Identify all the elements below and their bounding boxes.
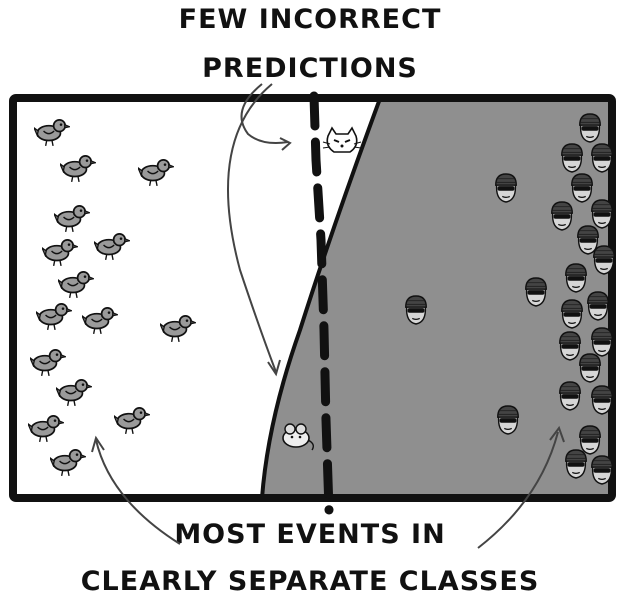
robber-icon <box>592 328 613 356</box>
bird-icon <box>30 350 66 376</box>
robber-icon <box>566 264 587 292</box>
arrow-to-birds <box>96 440 180 544</box>
robber-icon <box>592 200 613 228</box>
bird-icon <box>36 304 72 330</box>
bird-icon <box>114 408 150 434</box>
bird-icon <box>58 272 94 298</box>
robber-icon <box>580 114 601 142</box>
robber-icon <box>592 386 613 414</box>
bird-icon <box>60 156 96 182</box>
robber-icon <box>406 296 427 324</box>
robber-icon <box>526 278 547 306</box>
bird-icon <box>94 234 130 260</box>
bird-cluster <box>28 120 196 476</box>
robber-icon <box>552 202 573 230</box>
robber-icon <box>496 174 517 202</box>
bird-icon <box>28 416 64 442</box>
bird-icon <box>56 380 92 406</box>
cat-icon <box>323 128 361 152</box>
arrow-to-cat-head <box>280 138 290 150</box>
bird-icon <box>42 240 78 266</box>
bird-icon <box>82 308 118 334</box>
robber-icon <box>498 406 519 434</box>
robber-icon <box>588 292 609 320</box>
bird-icon <box>50 450 86 476</box>
arrow-to-cat <box>242 84 288 143</box>
robber-icon <box>562 144 583 172</box>
bird-icon <box>34 120 70 146</box>
bird-icon <box>160 316 196 342</box>
robber-icon <box>580 354 601 382</box>
robber-icon <box>594 246 615 274</box>
robber-icon <box>592 456 613 484</box>
robber-icon <box>560 332 581 360</box>
robber-icon <box>580 426 601 454</box>
top-arrows <box>228 84 290 374</box>
robber-icon <box>562 300 583 328</box>
arrow-to-boundary <box>228 84 276 372</box>
robber-icon <box>566 450 587 478</box>
robber-icon <box>560 382 581 410</box>
robber-icon <box>592 144 613 172</box>
bird-icon <box>138 160 174 186</box>
bird-icon <box>54 206 90 232</box>
robber-icon <box>572 174 593 202</box>
